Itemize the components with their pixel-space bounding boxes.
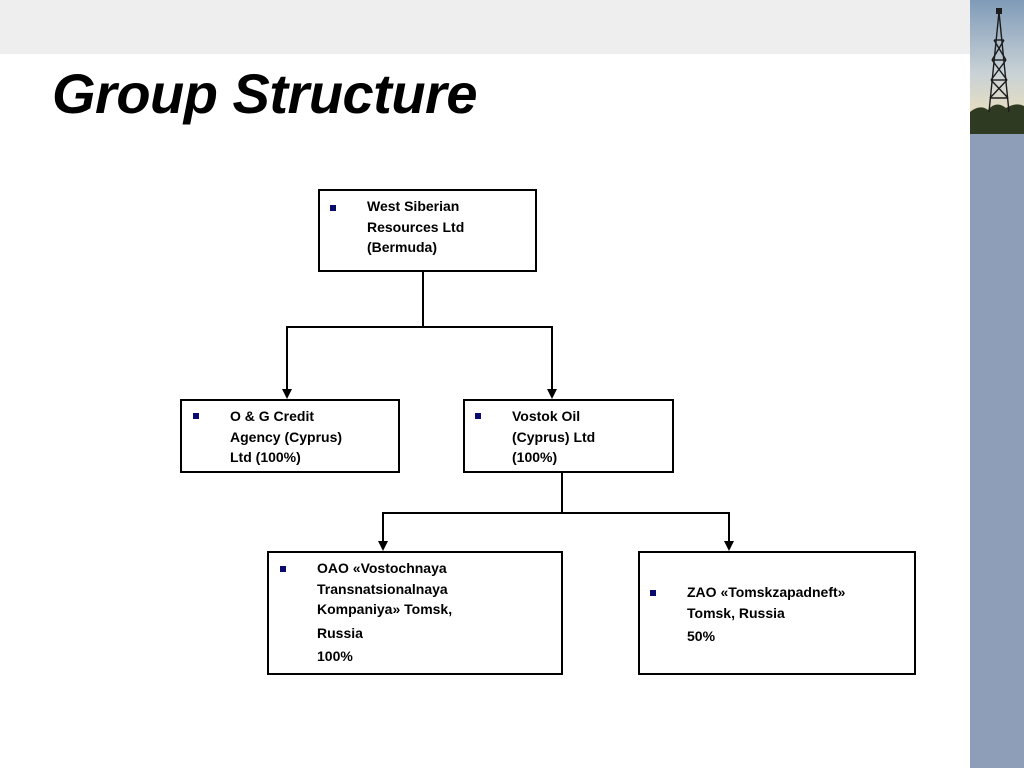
node-label: O & G Credit Agency (Cyprus) Ltd (100%) [230,406,342,468]
label-line: 50% [687,628,716,644]
bullet-icon [475,413,481,419]
label-line: West Siberian [367,198,460,214]
label-line: OAO «Vostochnaya [317,560,447,576]
node-label: ZAO «Tomskzapadneft» Tomsk, Russia 50% [687,582,845,647]
label-line: Transnatsionalnaya [317,580,448,597]
label-line: O & G Credit [230,408,315,424]
node-vostok-oil [463,399,674,473]
slide-title: Group Structure [52,62,477,125]
label-line: (Cyprus) Ltd [512,428,596,445]
arrowhead-vtk [378,541,388,551]
label-line: Tomsk, Russia [687,604,785,621]
bullet-icon [280,566,286,572]
label-line: Agency (Cyprus) [230,428,343,445]
node-oao-vostochnaya [267,551,563,675]
label-line: 100% [317,648,353,664]
label-line: Russia [317,624,363,641]
bullet-icon [193,413,199,419]
node-og-credit-agency [180,399,400,473]
arrowhead-vostok [547,389,557,399]
bullet-icon [650,590,656,596]
node-west-siberian-resources [318,189,537,272]
node-label: OAO «Vostochnaya Transnatsionalnaya Komp… [317,558,452,667]
node-label: West Siberian Resources Ltd (Bermuda) [367,196,464,258]
label-line: Ltd (100%) [230,449,301,465]
label-line: Resources Ltd [367,218,465,235]
label-line: (Bermuda) [367,239,438,255]
side-accent-bar [970,134,1024,768]
node-zao-tomskzapadneft [638,551,916,675]
node-label: Vostok Oil (Cyprus) Ltd (100%) [512,406,595,468]
arrowhead-tomsk [724,541,734,551]
label-line: ZAO «Tomskzapadneft» [687,584,846,600]
oil-derrick-photo [970,0,1024,134]
label-line: Kompaniya» Tomsk, [317,601,453,617]
label-line: (100%) [512,449,558,465]
bullet-icon [330,205,336,211]
arrowhead-og-credit [282,389,292,399]
header-band [0,0,970,54]
label-line: Vostok Oil [512,408,581,424]
